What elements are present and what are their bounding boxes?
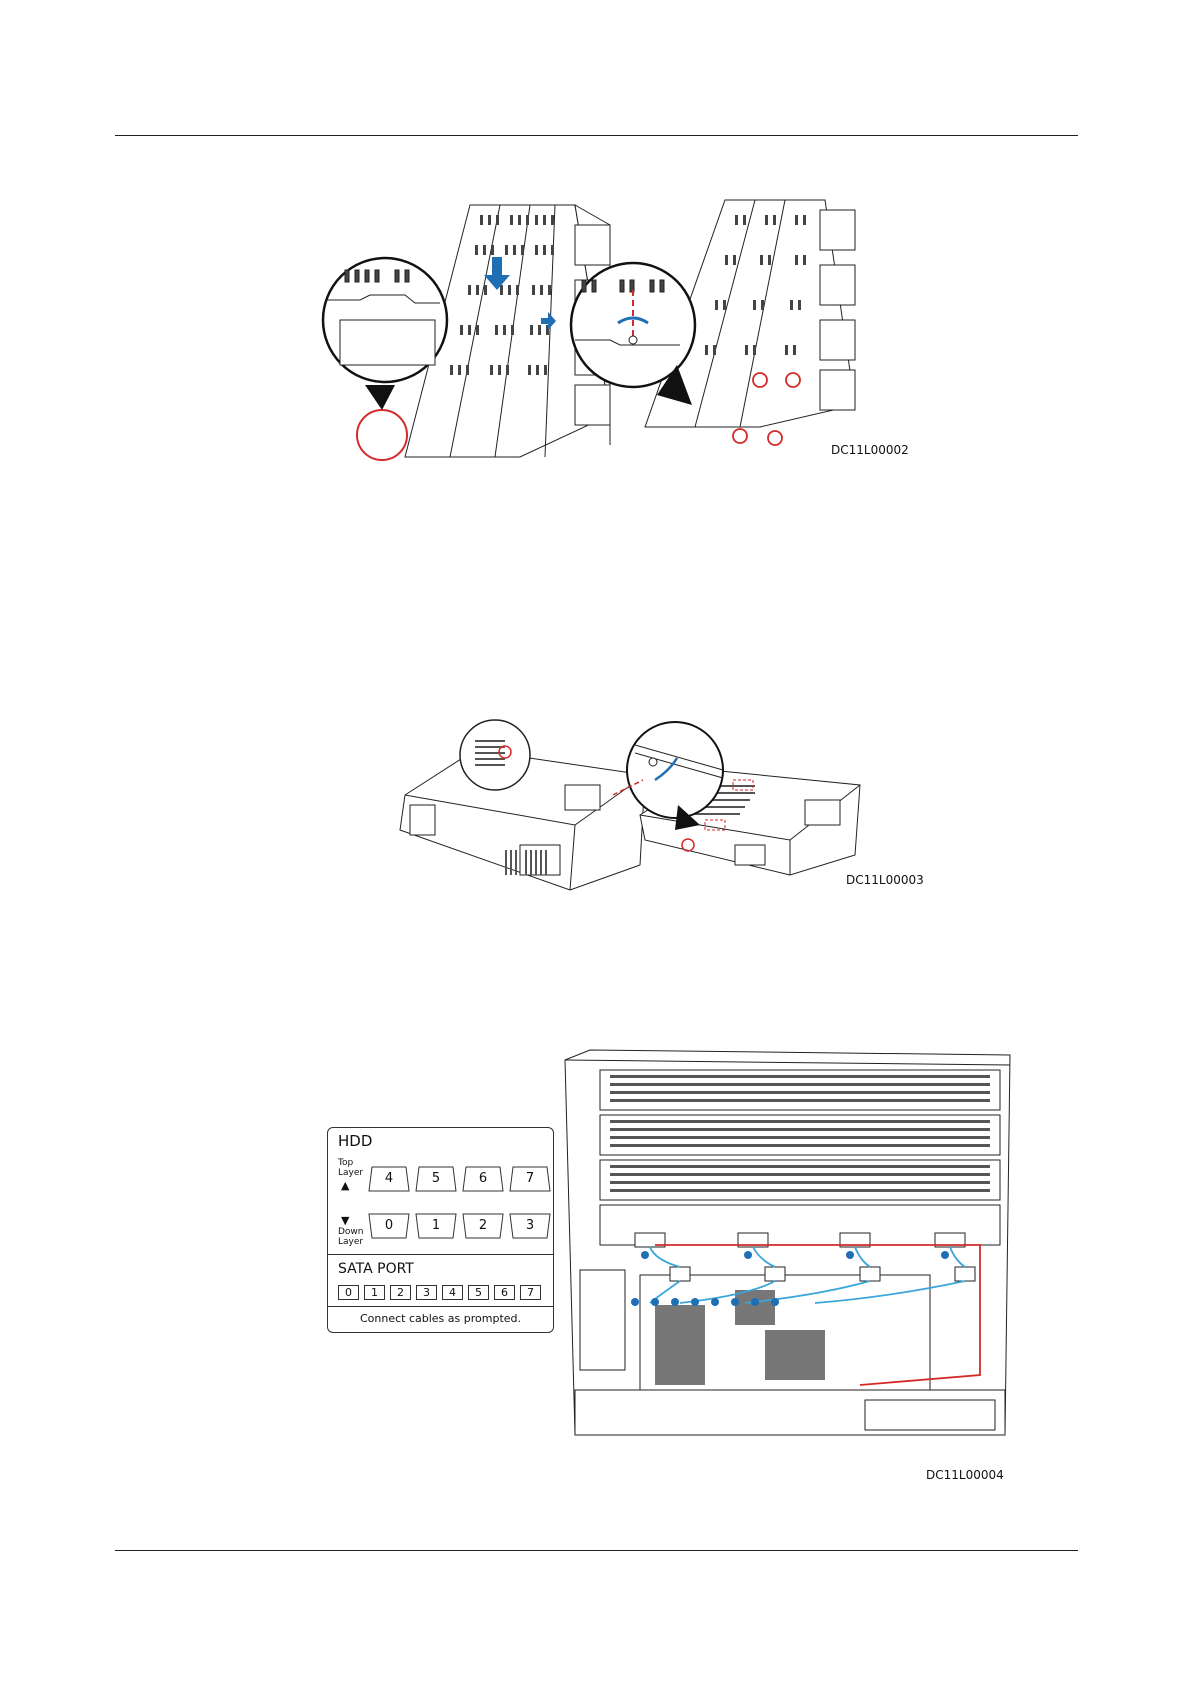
- label-divider: [328, 1306, 553, 1307]
- footer-rule: [115, 1550, 1078, 1551]
- sata-port: 5: [468, 1285, 489, 1300]
- up-triangle-icon: ▲: [341, 1179, 349, 1192]
- hdd-slot: 5: [415, 1166, 457, 1192]
- hdd-slot: 7: [509, 1166, 551, 1192]
- hdd-slot: 4: [368, 1166, 410, 1192]
- hdd-port-label: HDD Top Layer ▲ 4 5 6 7 ▼ Down Layer 0 1…: [327, 1127, 554, 1333]
- figure-sata-cabling: [560, 1045, 1020, 1465]
- figure-code-3: DC11L00004: [926, 1468, 1004, 1482]
- sata-port: 4: [442, 1285, 463, 1300]
- figure-chassis-cover: [395, 720, 935, 895]
- hdd-slot: 3: [509, 1213, 551, 1239]
- hdd-slot: 6: [462, 1166, 504, 1192]
- hdd-slot: 1: [415, 1213, 457, 1239]
- sata-port: 6: [494, 1285, 515, 1300]
- sata-port-title: SATA PORT: [338, 1261, 414, 1277]
- hdd-title: HDD: [338, 1132, 372, 1150]
- sata-port: 2: [390, 1285, 411, 1300]
- cable-note: Connect cables as prompted.: [328, 1312, 553, 1325]
- top-layer-label: Top Layer: [338, 1158, 370, 1178]
- label-divider: [328, 1254, 553, 1255]
- sata-port: 1: [364, 1285, 385, 1300]
- figure-hdd-bracket-install: [320, 195, 920, 475]
- header-rule: [115, 135, 1078, 136]
- sata-port: 3: [416, 1285, 437, 1300]
- figure-code-1: DC11L00002: [831, 443, 909, 457]
- hdd-slot: 2: [462, 1213, 504, 1239]
- figure-code-2: DC11L00003: [846, 873, 924, 887]
- down-layer-label: Down Layer: [338, 1227, 370, 1247]
- hdd-slot: 0: [368, 1213, 410, 1239]
- sata-port: 0: [338, 1285, 359, 1300]
- down-triangle-icon: ▼: [341, 1214, 349, 1227]
- sata-port: 7: [520, 1285, 541, 1300]
